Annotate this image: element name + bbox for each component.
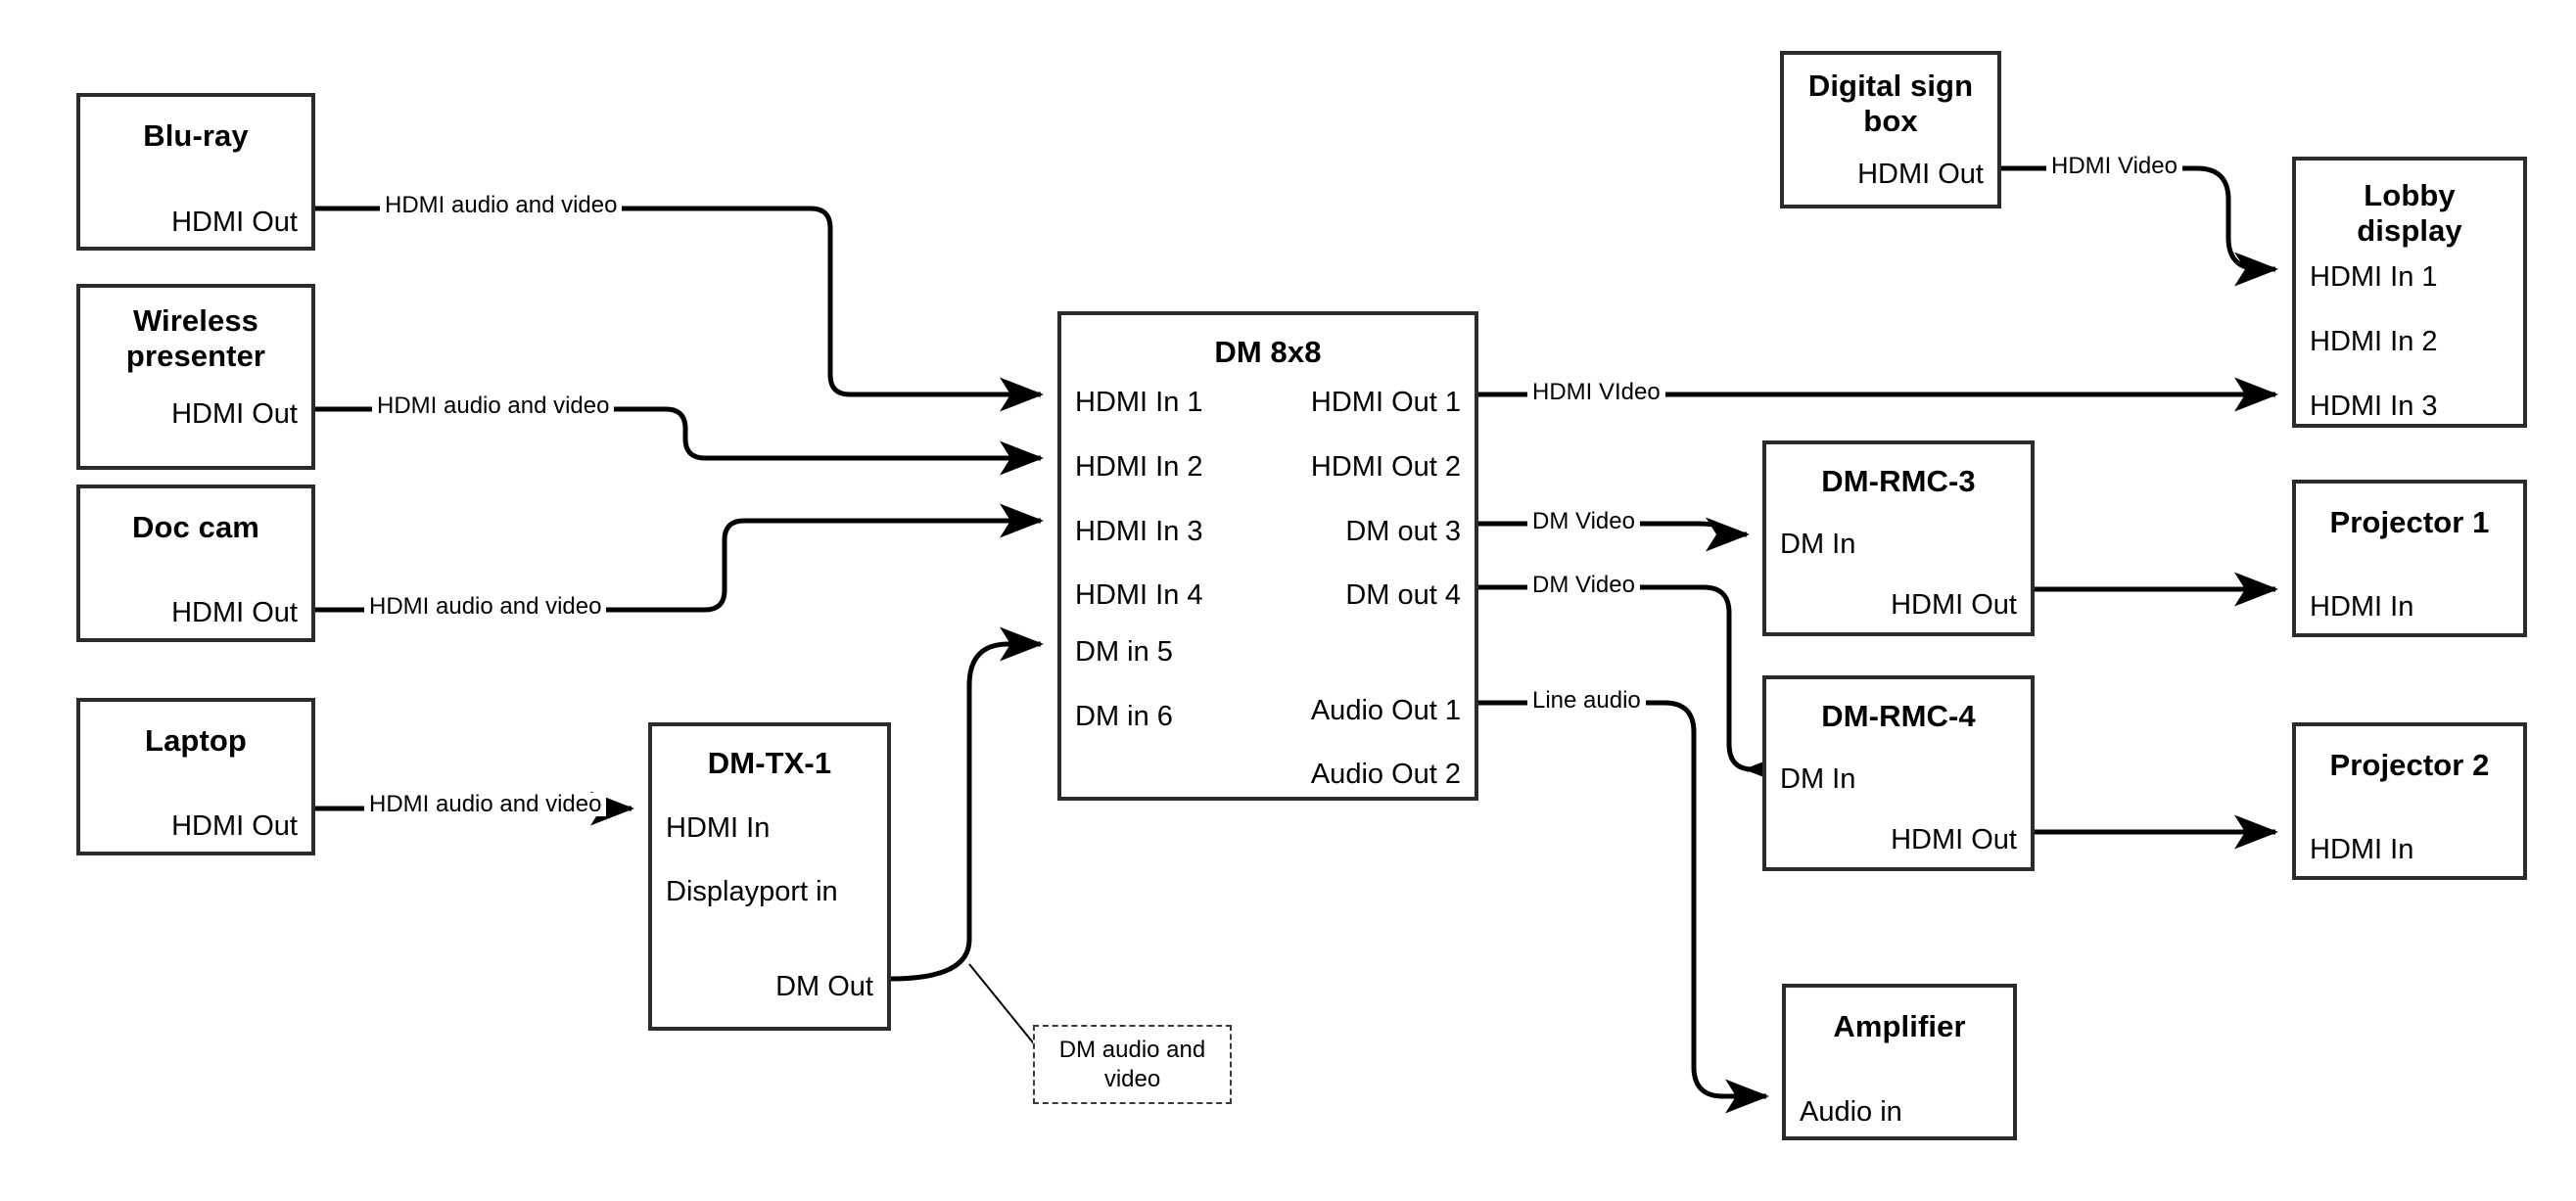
connection-bluray-to-dm-in1 [315,206,1045,412]
port-dm-rmc-3-1[interactable]: HDMI Out [1891,589,2017,621]
port-dm-8x8-1[interactable]: HDMI In 2 [1075,451,1203,483]
link-label-dm-out3-to-rmc3: DM Video [1527,510,1640,533]
link-label-laptop-to-tx-hdmi-in: HDMI audio and video [364,793,607,816]
device-title-dm-tx-1: DM-TX-1 [707,746,832,780]
link-label-bluray-to-dm-in1: HDMI audio and video [380,194,623,217]
device-title-doc-cam: Doc cam [132,510,259,544]
link-label-doccam-to-dm-in3: HDMI audio and video [364,595,607,619]
port-dm-rmc-4-0[interactable]: DM In [1780,763,1856,795]
connection-dm-out3-to-rmc3 [1478,517,1751,552]
connection-tx-dmout-to-dm-in5 [890,626,1045,982]
link-label-audio-out1-to-amplifier: Line audio [1527,689,1646,713]
port-lobby-display-0[interactable]: HDMI In 1 [2310,261,2438,293]
port-dm-8x8-9[interactable]: DM out 4 [1345,579,1461,611]
port-dm-8x8-4[interactable]: DM in 5 [1075,636,1173,668]
device-title-projector-2: Projector 2 [2329,748,2490,782]
link-label-dm-out4-to-rmc4: DM Video [1527,574,1640,597]
link-label-dm-out1-to-lobby-in3: HDMI VIdeo [1527,381,1665,404]
device-title-projector-1: Projector 1 [2329,505,2490,539]
device-node-projector-2[interactable]: Projector 2 HDMI In [2292,722,2527,880]
port-dm-rmc-3-0[interactable]: DM In [1780,529,1856,560]
device-node-projector-1[interactable]: Projector 1 HDMI In [2292,480,2527,637]
port-dm-8x8-7[interactable]: HDMI Out 2 [1310,451,1461,483]
port-amplifier-0[interactable]: Audio in [1800,1096,1902,1128]
device-title-dm-rmc-4: DM-RMC-4 [1821,699,1976,733]
callout-leader-lines [968,963,1042,1053]
connection-dm-out4-to-rmc4 [1478,584,1788,787]
port-dm-rmc-4-1[interactable]: HDMI Out [1891,824,2017,855]
port-lobby-display-1[interactable]: HDMI In 2 [2310,326,2438,357]
port-dm-tx-1-0[interactable]: HDMI In [666,812,771,844]
port-dm-8x8-10[interactable]: Audio Out 1 [1310,695,1461,726]
port-dm-8x8-6[interactable]: HDMI Out 1 [1310,387,1461,418]
device-title-dm-rmc-3: DM-RMC-3 [1821,464,1976,498]
port-dm-8x8-8[interactable]: DM out 3 [1345,516,1461,547]
port-projector-1-0[interactable]: HDMI In [2310,591,2414,623]
connection-wireless-to-dm-in2 [315,406,1045,476]
port-dm-8x8-0[interactable]: HDMI In 1 [1075,387,1203,418]
leader-line-dm-audio-video-callout [968,963,1042,1053]
device-title-dm-8x8: DM 8x8 [1214,335,1322,369]
port-dm-8x8-5[interactable]: DM in 6 [1075,701,1173,732]
port-dm-tx-1-2[interactable]: DM Out [775,971,873,1002]
connection-signbox-to-lobby-in1 [2001,165,2279,287]
port-dm-tx-1-1[interactable]: Displayport in [666,876,838,907]
link-label-signbox-to-lobby-in1: HDMI Video [2046,155,2182,178]
device-title-laptop: Laptop [145,723,247,758]
device-node-dm-rmc-3[interactable]: DM-RMC-3 DM In HDMI Out [1762,440,2035,636]
callout-dm-audio-video-callout: DM audio and video [1033,1025,1232,1104]
port-laptop-0[interactable]: HDMI Out [171,810,298,842]
device-title-amplifier: Amplifier [1833,1009,1966,1043]
port-doc-cam-0[interactable]: HDMI Out [171,597,298,628]
port-wireless-presenter-0[interactable]: HDMI Out [171,398,298,430]
port-dm-8x8-3[interactable]: HDMI In 4 [1075,579,1203,611]
port-digital-sign-box-0[interactable]: HDMI Out [1857,159,1984,190]
port-lobby-display-2[interactable]: HDMI In 3 [2310,391,2438,422]
connection-doccam-to-dm-in3 [315,503,1045,613]
port-dm-8x8-2[interactable]: HDMI In 3 [1075,516,1203,547]
port-projector-2-0[interactable]: HDMI In [2310,834,2414,865]
device-title-blu-ray: Blu-ray [143,118,249,153]
port-dm-8x8-11[interactable]: Audio Out 2 [1310,759,1461,790]
link-label-wireless-to-dm-in2: HDMI audio and video [372,394,615,418]
connection-audio-out1-to-amplifier [1478,700,1770,1114]
device-node-dm-rmc-4[interactable]: DM-RMC-4 DM In HDMI Out [1762,675,2035,871]
port-blu-ray-0[interactable]: HDMI Out [171,207,298,238]
